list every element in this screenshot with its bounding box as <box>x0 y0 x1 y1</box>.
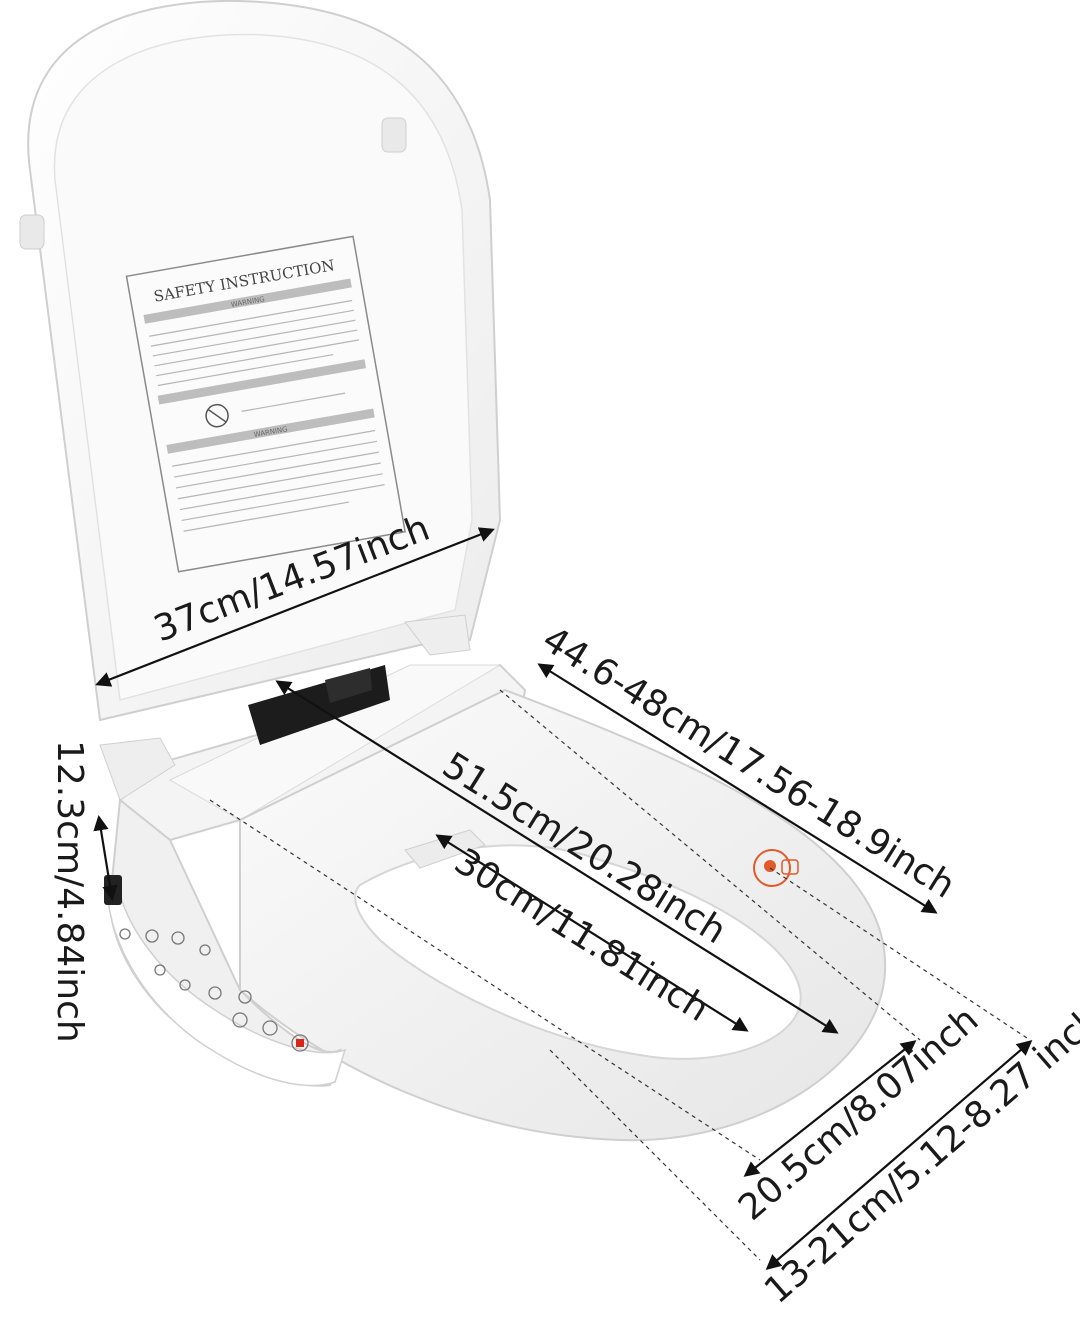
side-control-panel <box>104 798 347 1087</box>
safety-instruction-card: SAFETY INSTRUCTION WARNING WARNING <box>125 235 406 573</box>
stop-icon <box>296 1039 304 1047</box>
stop-button[interactable] <box>291 1034 309 1052</box>
panel-button[interactable] <box>208 986 222 1000</box>
height-arrow <box>93 814 118 902</box>
bolt-range-arrow <box>765 1039 1033 1271</box>
panel-button[interactable] <box>145 929 159 943</box>
no-flammable-icon <box>205 403 229 428</box>
panel-button[interactable] <box>119 928 131 940</box>
panel-button[interactable] <box>199 944 211 956</box>
lid-bumper-right <box>381 117 407 153</box>
lid-bumper-left <box>19 214 45 250</box>
panel-button[interactable] <box>154 964 166 976</box>
panel-button[interactable] <box>232 1012 248 1028</box>
panel-button[interactable] <box>179 979 191 991</box>
height-label: 12.3cm/4.84inch <box>49 740 90 1043</box>
panel-button[interactable] <box>171 931 185 945</box>
panel-button[interactable] <box>238 990 252 1004</box>
lid-width-arrow <box>95 527 495 687</box>
power-knob-icon <box>104 875 122 905</box>
opening-length-arrow <box>435 834 749 1032</box>
dimension-arrows <box>93 527 1033 1271</box>
